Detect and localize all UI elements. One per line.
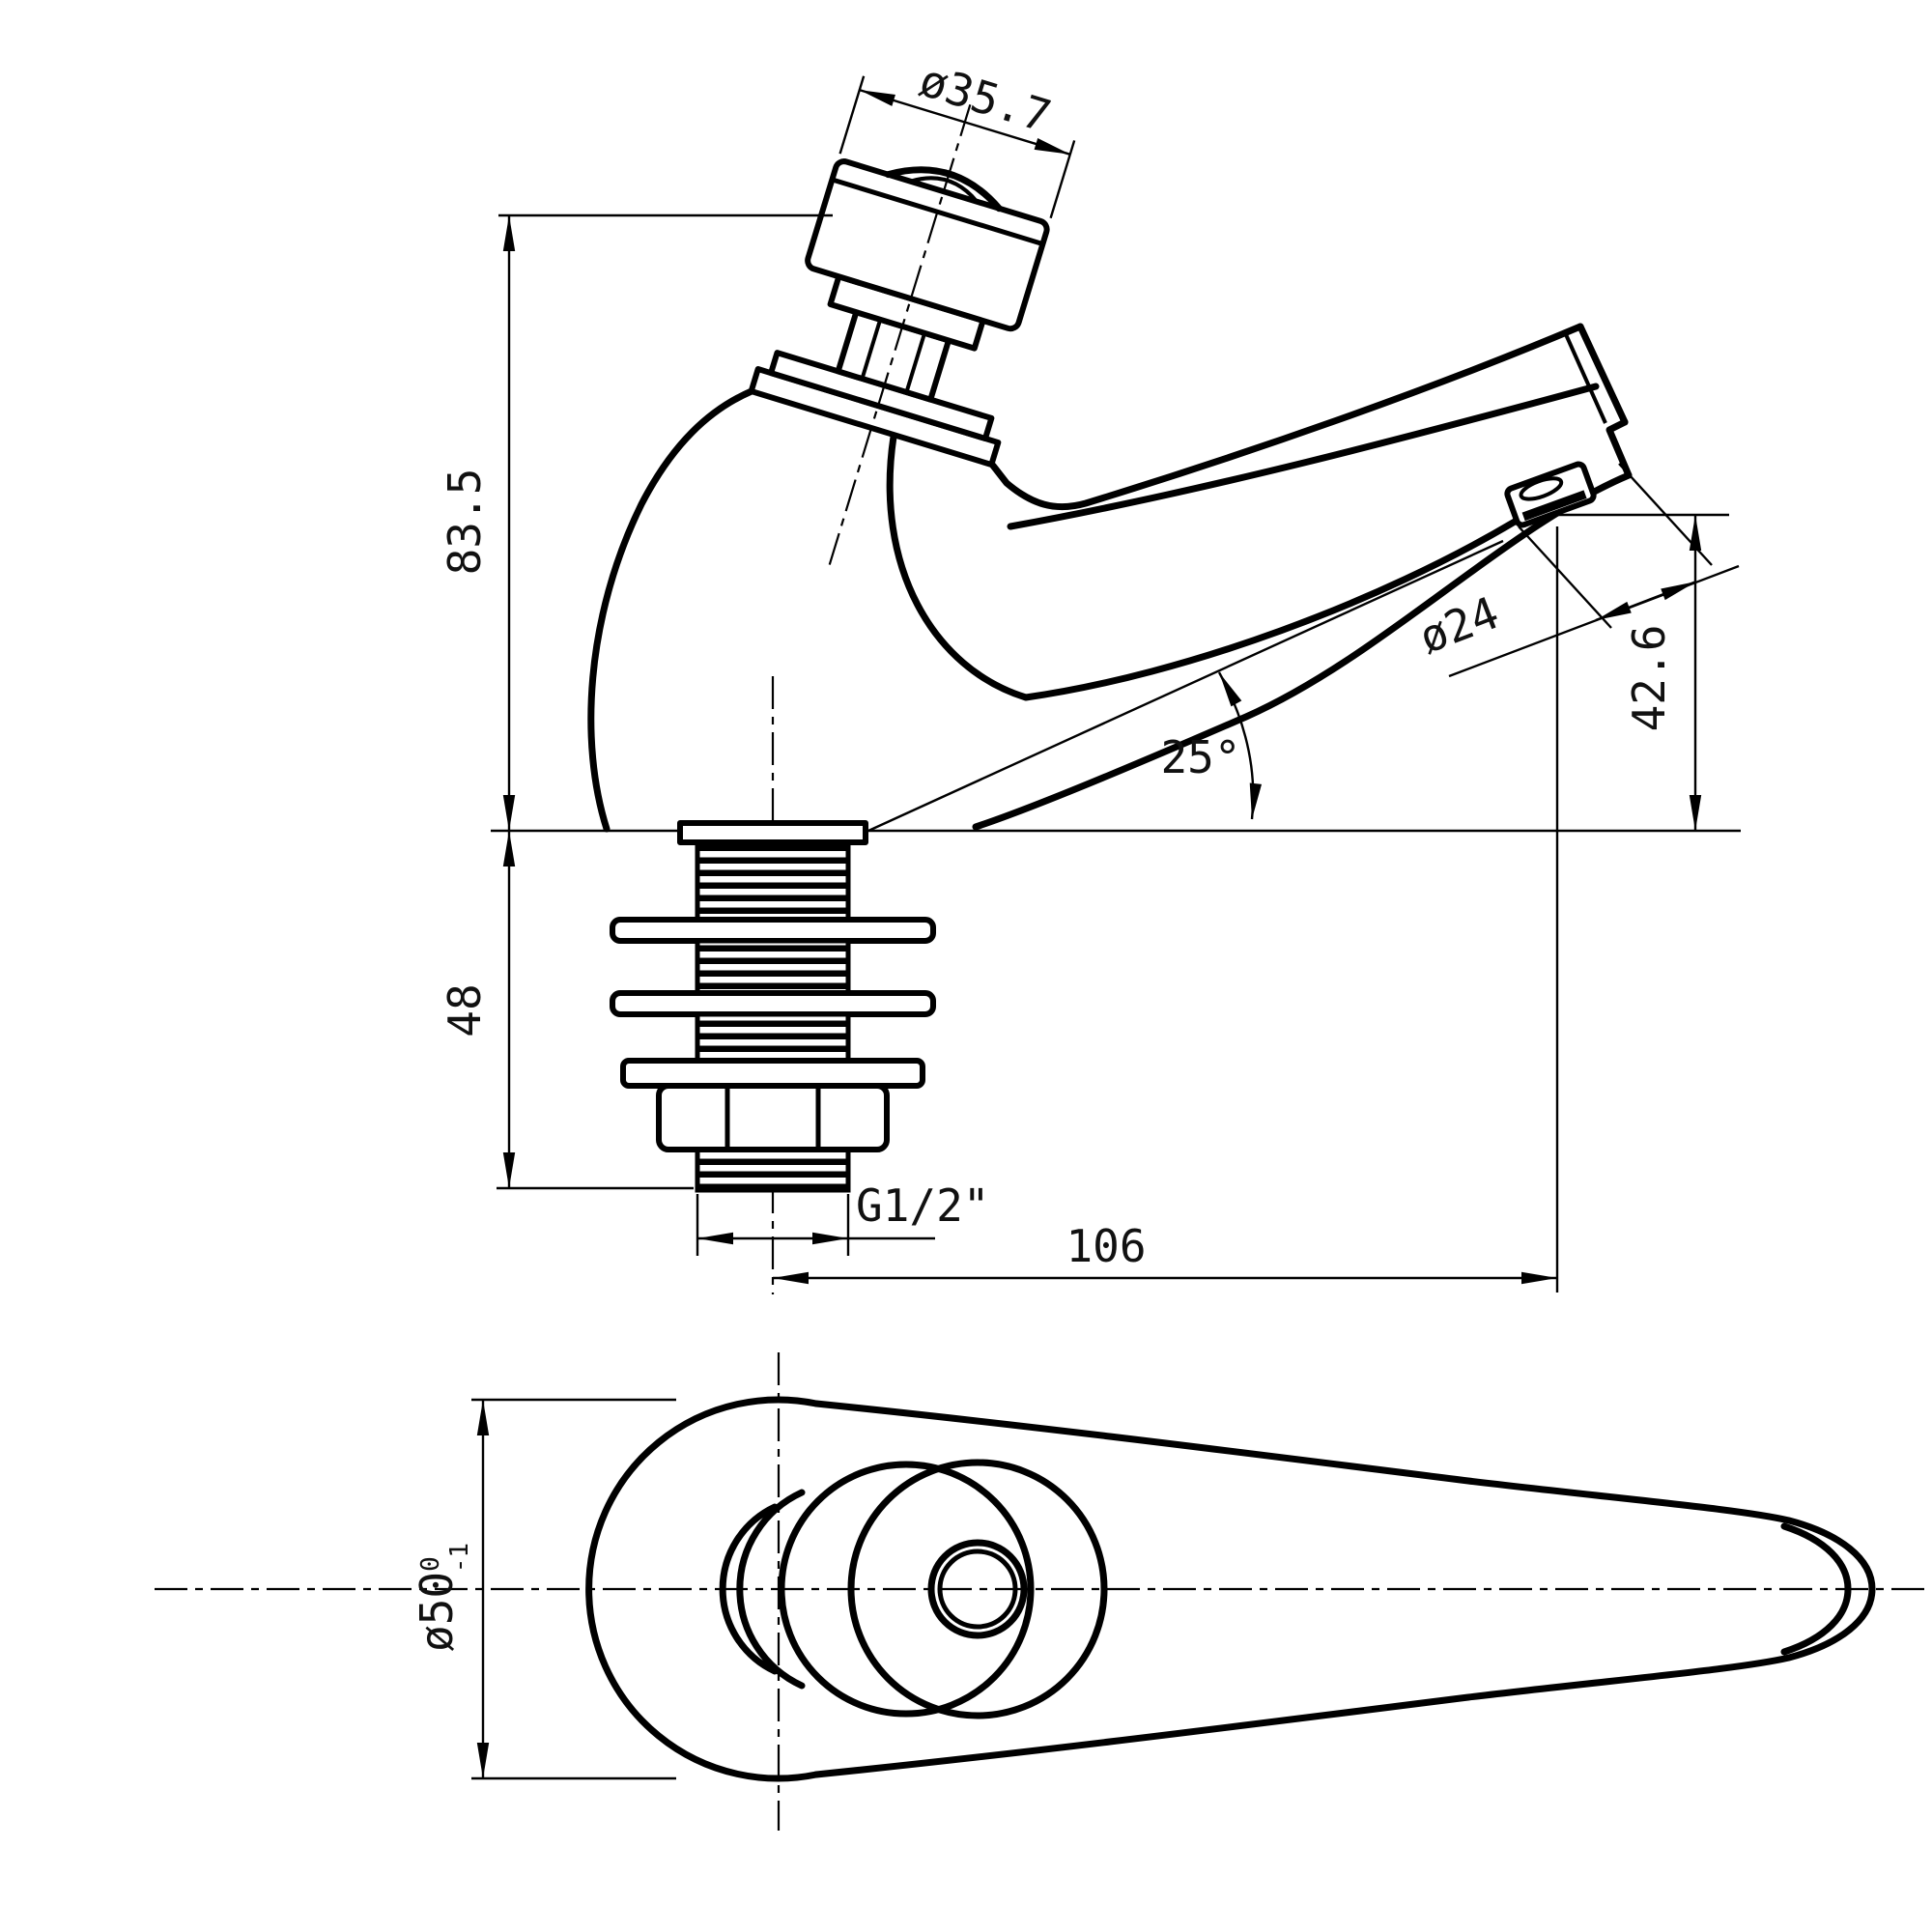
thread-block-4 (695, 1147, 851, 1193)
ext-line-a (1518, 526, 1612, 629)
aerator-lens (1519, 476, 1564, 501)
outlet-diameter-label: ø24 (1412, 586, 1506, 664)
handle-lever-outline (812, 1400, 1876, 1778)
button-ring-outer (927, 1539, 1028, 1639)
outlet-height-label: 42.6 (1623, 625, 1675, 732)
side-view: ø35.7 83.5 48 42.6 ø24 (439, 54, 1741, 1294)
handle-diameter-nominal: ø50 (411, 1572, 463, 1652)
dim-thread-size: G1/2" (696, 1179, 989, 1256)
thread-block-2 (695, 938, 851, 996)
spout-end-face-inner (1563, 331, 1607, 424)
cap-collar-arc (736, 1489, 806, 1690)
dim-shank-length: 48 (439, 831, 694, 1190)
shank-collar (677, 820, 868, 845)
cap-circle-offset (778, 1461, 1035, 1718)
spout-end-face (1577, 323, 1629, 426)
dim-handle-diameter: ø500-1 (411, 1398, 676, 1780)
overall-length-label: 106 (1065, 1220, 1146, 1272)
dim-outlet-height: 42.6 (1555, 513, 1729, 831)
cap-circle-outer (847, 1459, 1108, 1719)
thread-size-label: G1/2" (856, 1179, 989, 1232)
button-neck-line-left (860, 319, 883, 380)
flange-washer (620, 1058, 925, 1089)
ext-line-b (1618, 463, 1713, 566)
washer-2 (610, 990, 936, 1017)
threaded-shank (610, 820, 936, 1193)
plan-view: ø500-1 (155, 1352, 1924, 1831)
button-neck-line-right (904, 332, 927, 393)
spout-angle-label: 25° (1160, 731, 1240, 783)
spout-outer-underside (972, 471, 1633, 831)
handle-diameter-label: ø500-1 (411, 1543, 474, 1652)
button-cap (805, 158, 1050, 332)
shank-length-label: 48 (439, 983, 491, 1037)
thread-block-1 (695, 841, 851, 923)
handle-tol-upper: 0 (416, 1556, 445, 1572)
handle-tol-lower: -1 (445, 1543, 474, 1573)
dim-arrows (1595, 580, 1697, 622)
spout-tip-step (1605, 418, 1633, 479)
dim-line (859, 88, 1071, 156)
dim-body-height: 83.5 (439, 213, 833, 831)
dim-spout-angle: 25° (867, 539, 1504, 833)
spout-top-edge (989, 323, 1584, 511)
cap-neck-arc (719, 1503, 779, 1675)
spout-inner-underside (886, 433, 1519, 701)
spout-inner-top-edge (1007, 383, 1600, 530)
angle-arc (1217, 671, 1263, 820)
body-left-edge (587, 387, 755, 833)
button-assembly: ø35.7 (748, 54, 1076, 567)
button-ring-inner (937, 1548, 1018, 1630)
washer-1 (610, 917, 936, 944)
dim-overall-length: 106 (773, 526, 1559, 1293)
ext-line (838, 75, 866, 155)
body-height-label: 83.5 (439, 469, 491, 576)
thread-block-3 (695, 1011, 851, 1064)
aerator-outlet (1504, 461, 1597, 528)
angle-reference-line (867, 539, 1504, 833)
hex-nut (656, 1083, 890, 1152)
tap-body (587, 323, 1633, 833)
aerator-screen (1521, 490, 1587, 522)
handle-tip-inner-arc (1780, 1522, 1852, 1656)
dim-outlet-diameter: ø24 (1412, 463, 1740, 678)
handle-knob-arc (585, 1396, 820, 1782)
button-axis-centerline (828, 103, 972, 567)
